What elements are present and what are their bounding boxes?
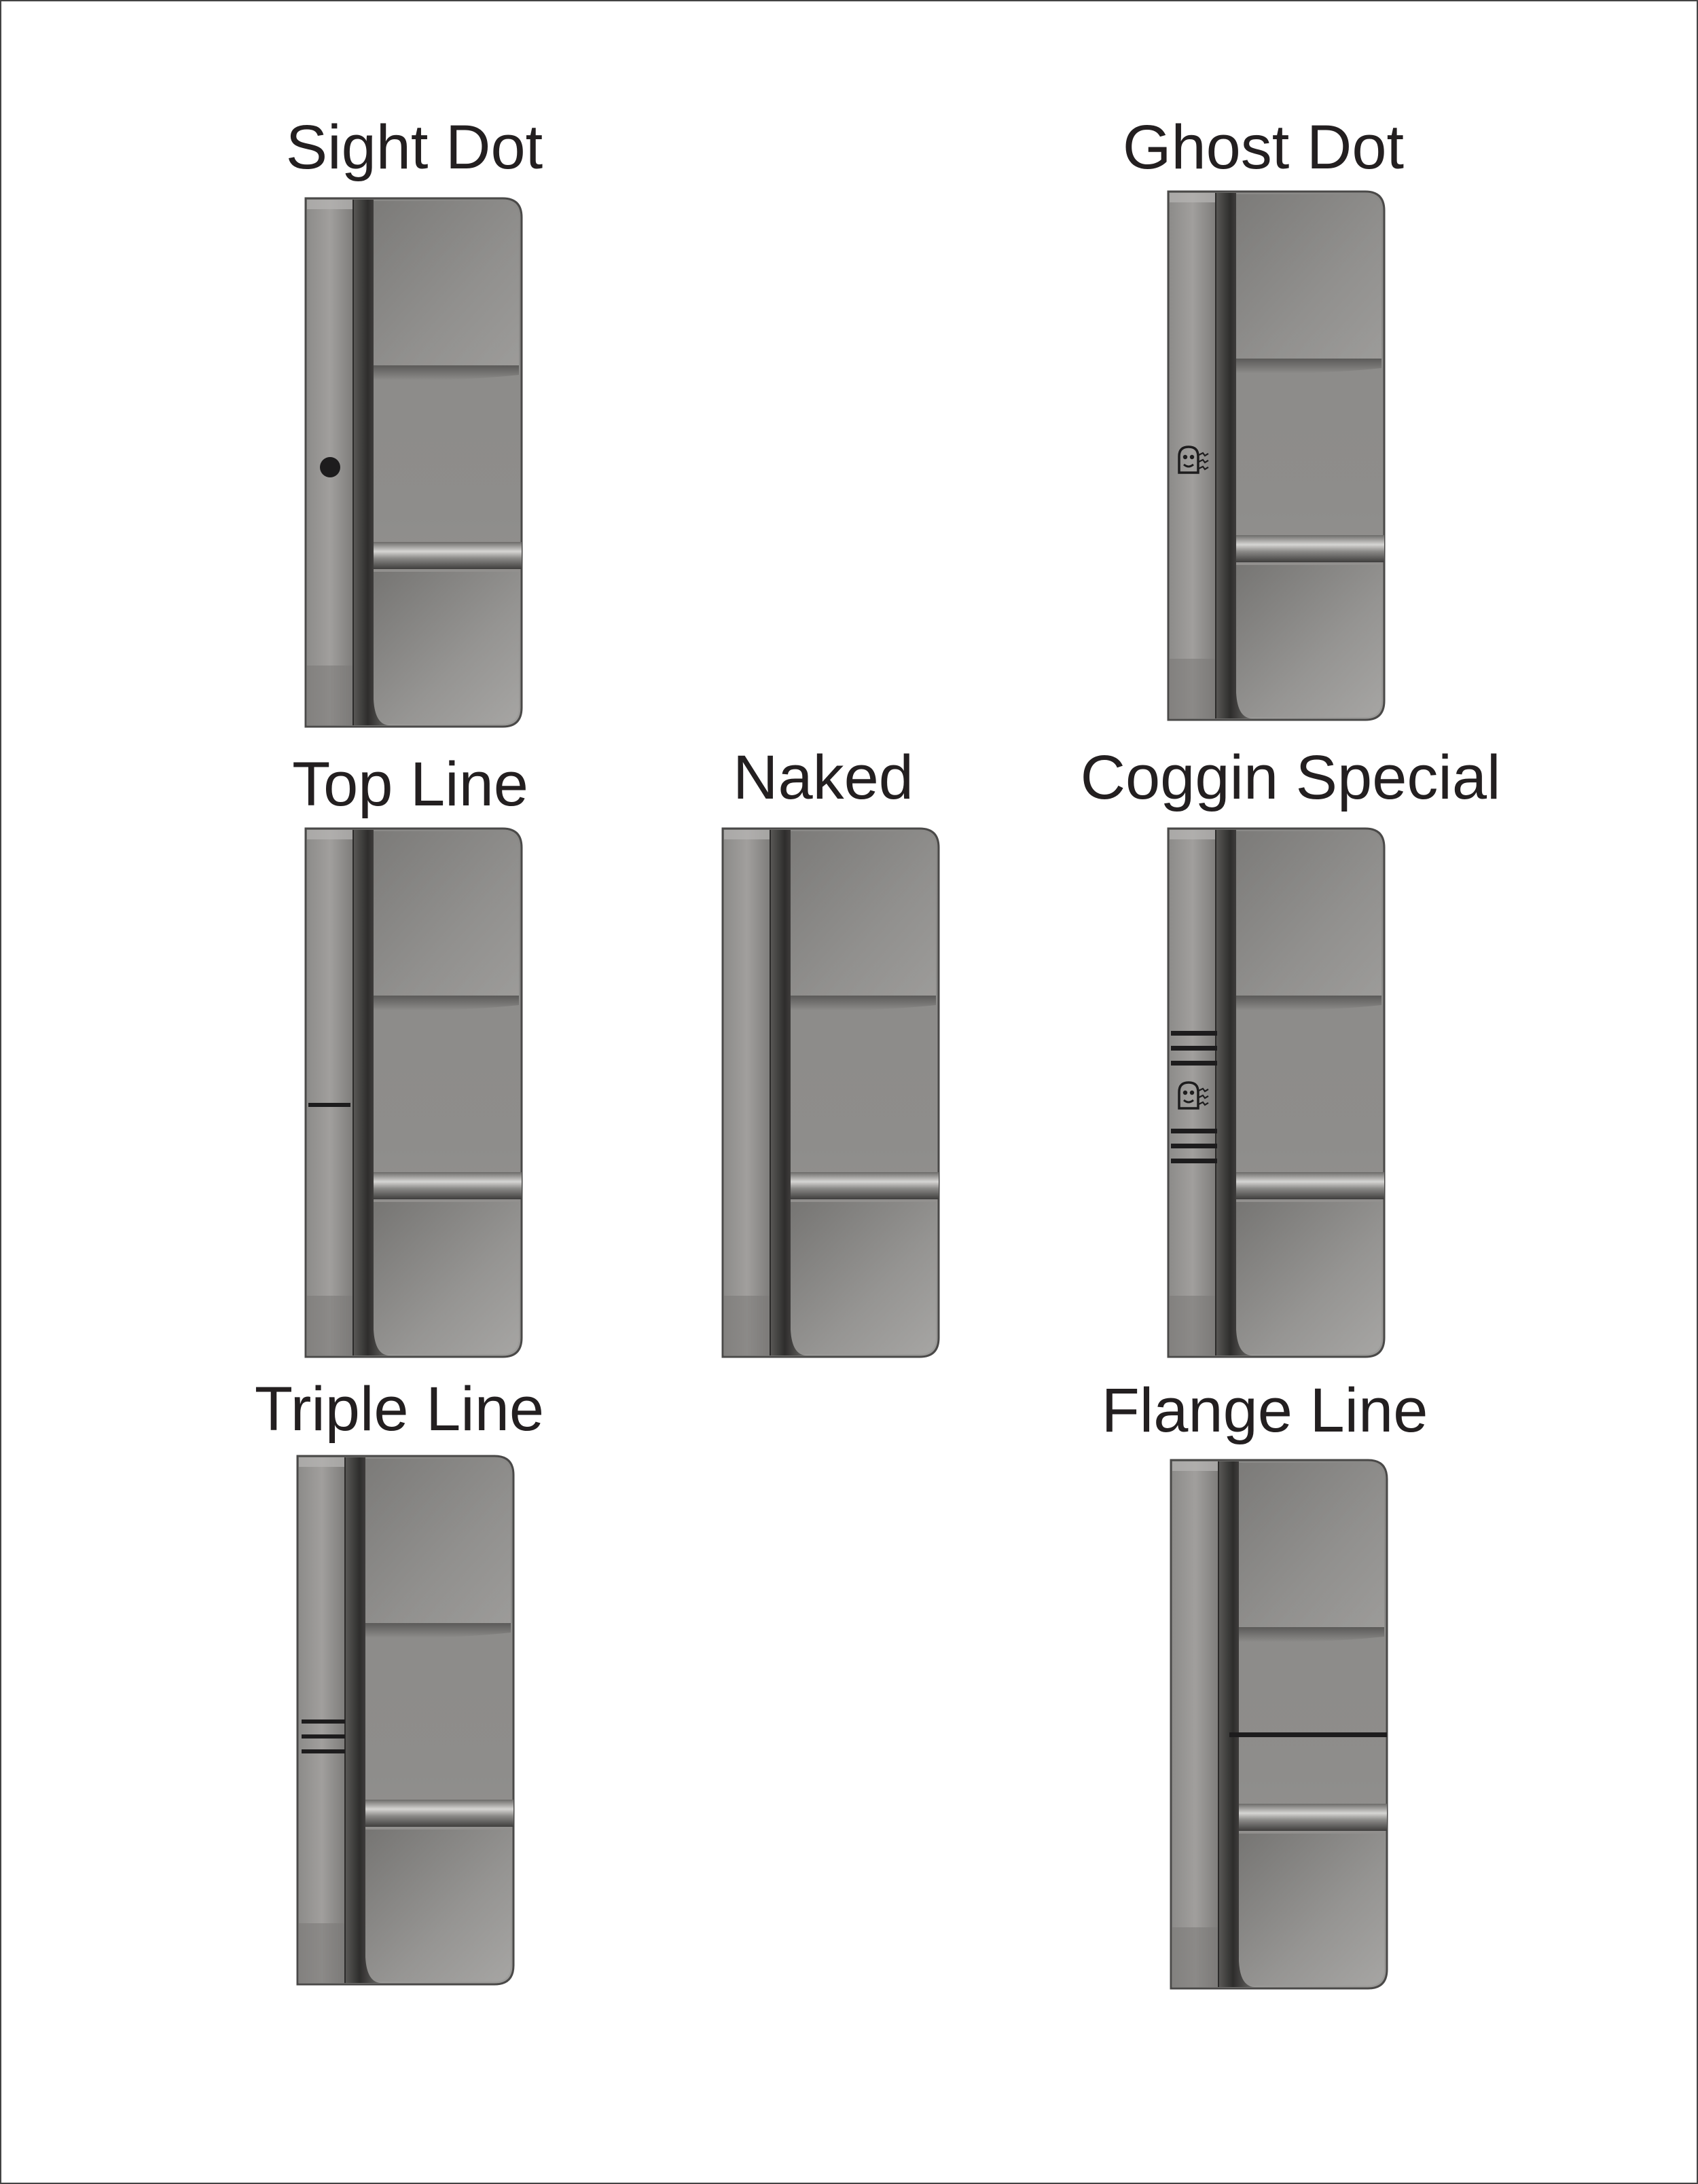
putter-flange-line — [1170, 1459, 1388, 1990]
ghost-icon — [1178, 445, 1209, 474]
label-top-line: Top Line — [292, 750, 528, 819]
label-naked: Naked — [733, 743, 914, 812]
label-flange-line: Flange Line — [1101, 1376, 1428, 1445]
putter-ghost-dot — [1167, 190, 1386, 721]
putter-top-line — [304, 827, 523, 1358]
putter-head — [1170, 1459, 1388, 1990]
label-ghost-dot: Ghost Dot — [1122, 113, 1405, 182]
putter-triple-line — [296, 1455, 515, 1986]
putter-head — [304, 827, 523, 1358]
sight-dot-marking — [320, 457, 340, 477]
putter-head — [1167, 190, 1386, 721]
putter-sight-dot — [304, 197, 523, 728]
putter-coggin-special — [1167, 827, 1386, 1358]
flange-line-marking — [1229, 1732, 1387, 1737]
ghost-icon — [1178, 1081, 1209, 1110]
label-coggin-special: Coggin Special — [1080, 743, 1501, 812]
putter-head — [721, 827, 940, 1358]
label-triple-line: Triple Line — [254, 1375, 545, 1444]
putter-head — [304, 197, 523, 728]
triple-line-marking — [302, 1719, 345, 1753]
top-line-marking — [308, 1103, 350, 1107]
label-sight-dot: Sight Dot — [285, 113, 543, 182]
putter-naked — [721, 827, 940, 1358]
putter-head — [1167, 827, 1386, 1358]
alignment-stripes — [1171, 1031, 1217, 1163]
